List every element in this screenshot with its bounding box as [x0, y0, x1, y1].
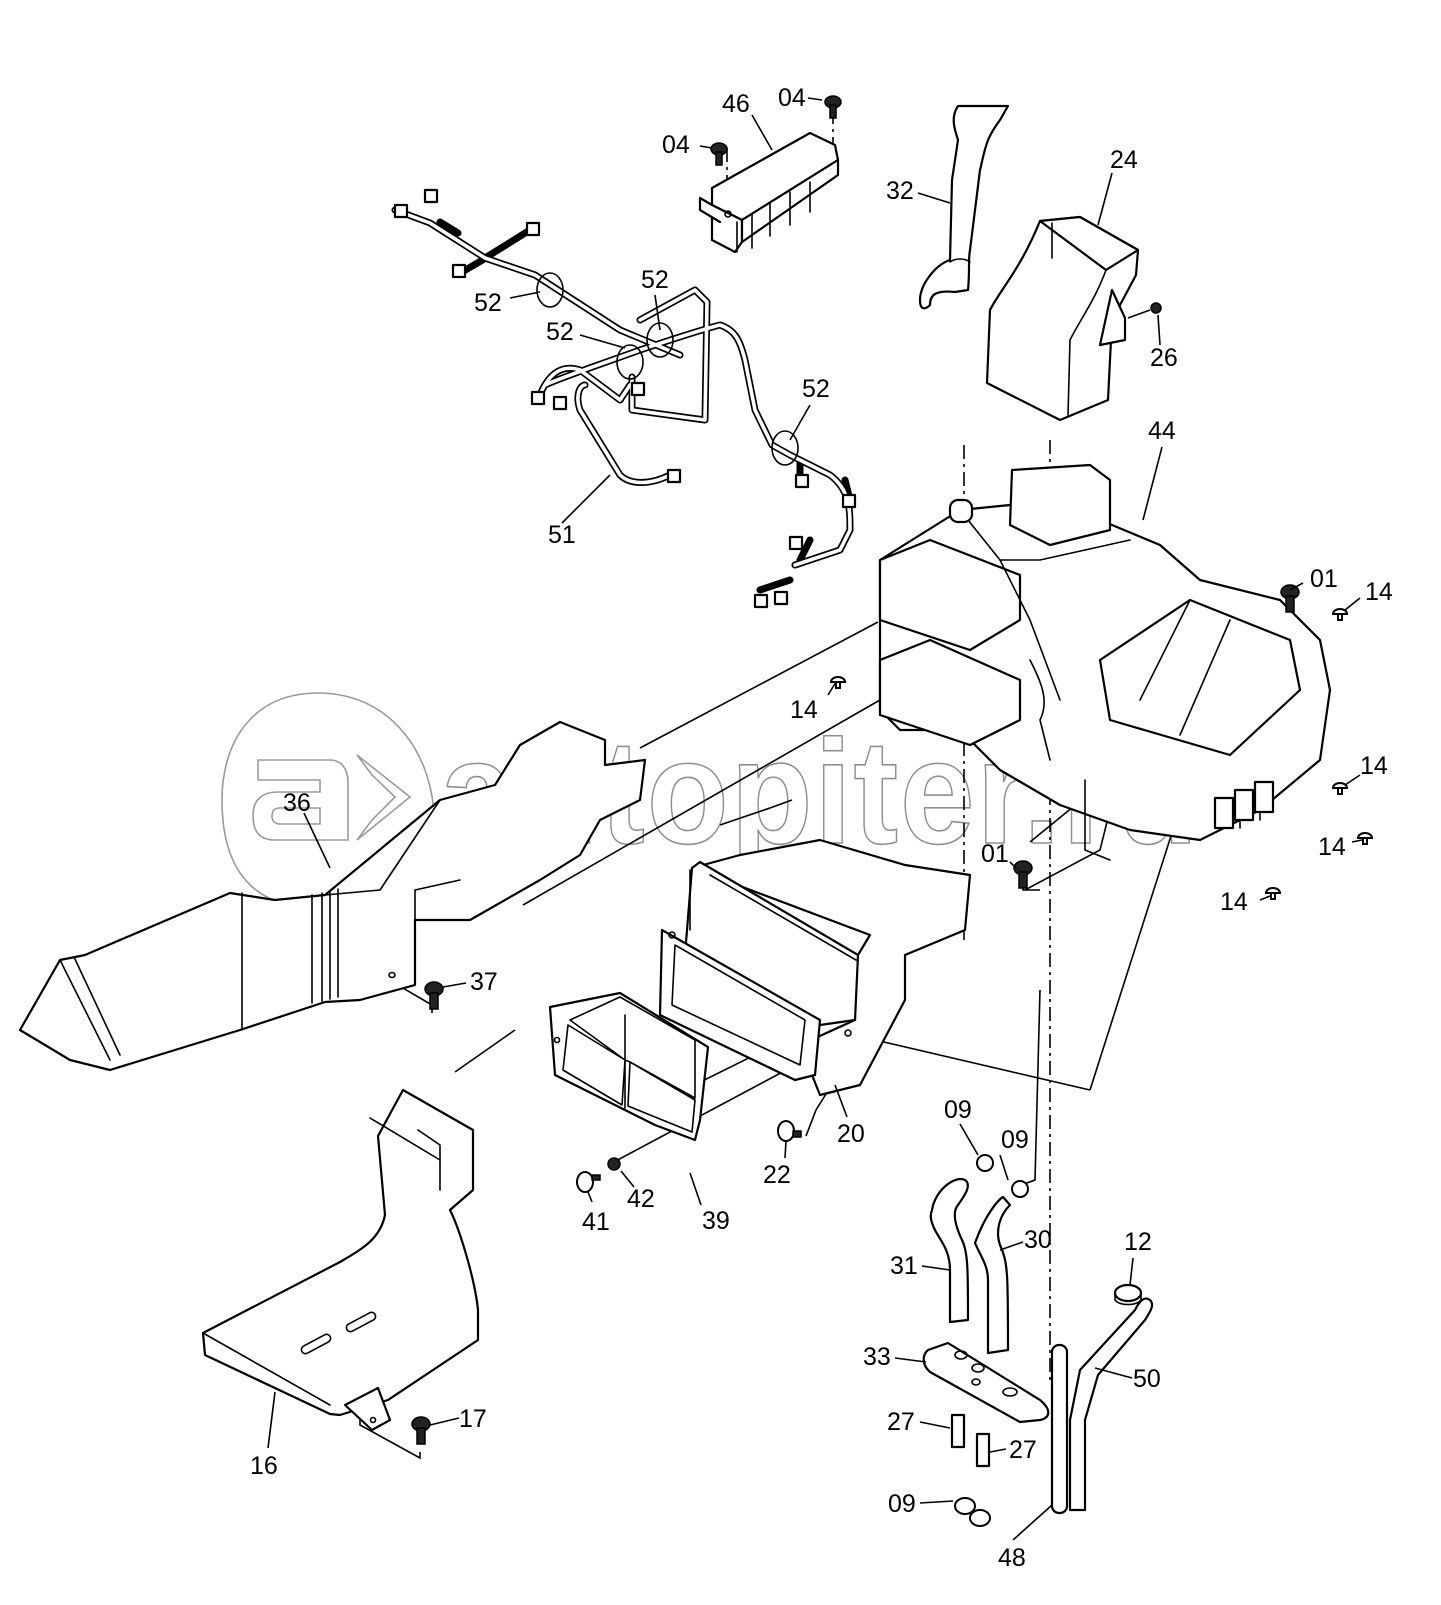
label-part-27-b: 27	[1009, 1436, 1037, 1464]
part-46-controller	[698, 131, 840, 254]
part-24-duct	[985, 215, 1162, 422]
part-31-hose	[929, 1177, 970, 1324]
label-part-22: 22	[763, 1161, 791, 1189]
label-part-17: 17	[459, 1405, 487, 1433]
label-part-52-a: 52	[474, 289, 502, 317]
label-part-52-d: 52	[802, 375, 830, 403]
part-52-bands	[536, 272, 799, 466]
part-16-floor-duct	[201, 1088, 480, 1432]
label-part-04-left: 04	[662, 131, 690, 159]
part-09-clamps	[954, 1154, 1029, 1527]
label-part-09-a: 09	[944, 1096, 972, 1124]
label-part-20: 20	[837, 1120, 865, 1148]
label-part-14-a: 14	[1365, 578, 1393, 606]
label-part-44: 44	[1148, 417, 1176, 445]
part-27-nipples	[950, 1413, 991, 1468]
label-part-36: 36	[283, 789, 311, 817]
part-50-pipe	[1068, 1297, 1154, 1512]
label-part-12: 12	[1124, 1228, 1152, 1256]
label-part-01-upper: 01	[1310, 565, 1338, 593]
label-part-09-c: 09	[888, 1490, 916, 1518]
label-part-37: 37	[470, 968, 498, 996]
part-04-bolt-left	[710, 142, 728, 166]
label-part-27-a: 27	[887, 1408, 915, 1436]
label-part-52-b: 52	[546, 318, 574, 346]
label-part-41: 41	[582, 1208, 610, 1236]
part-48-pipe	[1050, 1343, 1069, 1515]
part-01-bolt-upper	[1280, 584, 1300, 613]
label-part-32: 32	[886, 177, 914, 205]
label-part-04-right: 04	[778, 84, 806, 112]
part-51-wire-harness	[391, 188, 857, 609]
part-12-cap	[1113, 1283, 1143, 1306]
part-42-nut	[607, 1157, 621, 1171]
label-part-33: 33	[863, 1343, 891, 1371]
part-41-knob	[576, 1171, 601, 1193]
part-32-drain-hose	[918, 104, 1010, 310]
watermark-logo-a	[252, 759, 349, 841]
part-labels: 46 04 04 32 24 26 44 52 52 52 52 51 01 1…	[250, 84, 1393, 1572]
label-part-51: 51	[548, 521, 576, 549]
part-14-clips	[829, 608, 1374, 900]
label-part-16: 16	[250, 1452, 278, 1480]
part-33-plate	[922, 1341, 1050, 1424]
label-part-48: 48	[998, 1544, 1026, 1572]
part-01-bolt-lower	[1013, 860, 1033, 889]
part-39-filter	[548, 991, 710, 1142]
label-part-50: 50	[1133, 1365, 1161, 1393]
label-part-14-d: 14	[1318, 833, 1346, 861]
part-37-bolt	[424, 981, 444, 1010]
part-30-hose	[973, 1195, 1012, 1355]
label-part-46: 46	[722, 90, 750, 118]
part-36-front-duct	[18, 720, 647, 1072]
label-part-39: 39	[702, 1207, 730, 1235]
label-part-52-c: 52	[641, 266, 669, 294]
label-part-30: 30	[1024, 1226, 1052, 1254]
watermark-logo-chevron	[356, 754, 412, 841]
part-17-bolt	[411, 1416, 431, 1445]
harness-connectors	[393, 188, 857, 609]
part-22-knob	[777, 1120, 802, 1142]
part-04-bolt-right	[824, 95, 842, 119]
label-part-01-lower: 01	[981, 840, 1009, 868]
label-part-26: 26	[1150, 344, 1178, 372]
part-20-inlet-duct	[658, 838, 972, 1097]
label-part-14-c: 14	[1360, 752, 1388, 780]
label-part-14-b: 14	[790, 696, 818, 724]
label-part-42: 42	[627, 1185, 655, 1213]
leader-lines	[267, 97, 1363, 1541]
label-part-09-b: 09	[1001, 1126, 1029, 1154]
label-part-31: 31	[890, 1252, 918, 1280]
label-part-14-e: 14	[1220, 888, 1248, 916]
part-44-ac-unit	[878, 463, 1332, 861]
label-part-24: 24	[1110, 146, 1138, 174]
